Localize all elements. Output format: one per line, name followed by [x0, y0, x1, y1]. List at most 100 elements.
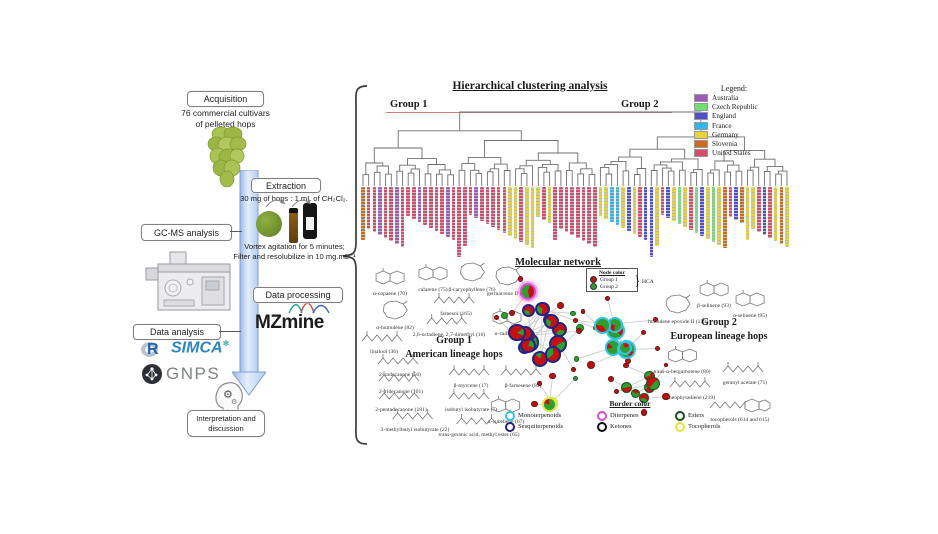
dendrogram-leaf — [587, 187, 591, 244]
network-satellite-node — [623, 363, 629, 369]
structure-drawing — [418, 264, 448, 282]
network-node — [617, 340, 633, 356]
country-swatch — [694, 121, 708, 130]
border-legend-item: Esters — [675, 410, 755, 421]
acquisition-box: Acquisition — [187, 91, 264, 107]
structure-drawing — [426, 313, 472, 327]
structure-drawing — [378, 370, 424, 384]
dendrogram-leaf — [496, 187, 501, 230]
dendrogram-leaf — [491, 187, 495, 227]
dendrogram-leaf — [383, 187, 388, 238]
compound-label: geranyl acetate (71) — [722, 380, 768, 386]
dendrogram-leaf — [768, 187, 772, 238]
dendrogram-leaf — [756, 187, 761, 232]
dendrogram-leaf — [417, 187, 422, 222]
border-legend-item: Monoterpenoids — [505, 410, 597, 421]
gear-icon: ⚙ — [223, 389, 233, 401]
solvent-bottle-image — [303, 203, 317, 239]
dendrogram-leaf — [700, 187, 704, 236]
hca-legend-row: England — [694, 112, 798, 121]
border-class-swatch — [597, 410, 607, 421]
dendrogram-leaf — [711, 187, 716, 242]
data-processing-label: Data processing — [265, 290, 331, 300]
border-class-swatch — [505, 421, 515, 432]
gnps-logo: GNPS — [141, 363, 220, 385]
border-class-label: Diterpenes — [610, 412, 639, 419]
compound-label: farnesol (165) — [440, 311, 472, 317]
hca-title: Hierarchical clustering analysis — [452, 80, 608, 92]
sample-vial-image — [289, 208, 298, 243]
node-color-legend: Node color Group 1 Group 2 — [586, 268, 638, 292]
dendrogram-leaf — [581, 187, 586, 241]
compound-structure: α-selinene (95) — [733, 290, 767, 319]
dendrogram-leaf — [406, 187, 411, 216]
interpretation-label: Interpretation and discussion — [196, 413, 256, 433]
gcms-label: GC-MS analysis — [153, 227, 219, 238]
compound-label: α-copaene (70) — [373, 291, 407, 297]
transfer-arrows-icon — [265, 199, 312, 208]
gnps-network-icon — [142, 364, 162, 384]
structure-drawing — [377, 353, 423, 367]
mzmine-wordmark: MZmine — [255, 312, 324, 333]
gcms-instrument-image — [145, 251, 231, 311]
compound-structure: β-caryophyllene (76) — [448, 262, 496, 293]
hca-legend-row: United States — [694, 149, 798, 158]
dendrogram-leaf — [434, 187, 439, 231]
structure-drawing — [491, 396, 521, 414]
compound-label: humulene epoxide II (139) — [648, 319, 708, 325]
country-swatch — [694, 130, 708, 139]
compound-label: α-selinene (95) — [733, 313, 767, 319]
dendrogram-leaf — [502, 187, 507, 233]
network-node — [535, 301, 550, 317]
simca-logo: SIMCA✻ — [171, 339, 229, 357]
network-node — [630, 388, 641, 399]
dendrogram-leaf — [570, 187, 574, 235]
data-analysis-box: Data analysis — [133, 324, 221, 340]
country-label: United States — [712, 149, 751, 158]
dendrogram-leaf — [717, 187, 721, 245]
compound-label: germacrene D (90) — [486, 291, 530, 297]
compound-label: isobutyl isobutyrate (7) — [444, 407, 498, 413]
hca-group1-label: Group 1 — [390, 99, 428, 110]
dendrogram-leaf — [677, 187, 682, 224]
dendrogram-leaf — [457, 187, 461, 257]
interpretation-head-icon: ⚙ ⚙ — [215, 382, 243, 418]
hop-pellets-image — [256, 211, 282, 237]
compound-structure: trans-α-bergamotene (80) — [653, 346, 711, 375]
country-swatch — [694, 149, 708, 158]
gcms-connector-line — [230, 231, 242, 232]
dendrogram-leaf — [706, 187, 710, 239]
simca-wordmark: SIMCA — [171, 339, 223, 357]
gcms-box: GC-MS analysis — [141, 224, 232, 241]
r-logo-letter: R — [147, 341, 159, 358]
dendrogram-leaf — [609, 187, 614, 222]
network-node — [544, 314, 559, 330]
hca-legend-row: Czech Republic — [694, 102, 798, 111]
dendrogram-leaf — [604, 187, 608, 219]
dendrogram-leaf — [734, 187, 738, 220]
dendrogram-leaf — [429, 187, 433, 228]
border-legend-title: Border color — [609, 399, 651, 408]
compound-label: neophytadiene (219) — [668, 395, 716, 401]
group1-node-label: Group 1 — [600, 276, 618, 283]
border-legend-item: Ketones — [597, 421, 675, 432]
compound-label: β-myrcene (17) — [453, 383, 489, 389]
network-satellite-node — [607, 375, 615, 383]
network-satellite-node — [557, 301, 565, 309]
dendrogram-leaf — [372, 187, 377, 232]
simca-star-icon: ✻ — [222, 339, 230, 348]
dendrogram-leaf — [723, 187, 727, 248]
compound-label: α-cadinene — [494, 331, 520, 337]
dendrogram-leaf — [785, 187, 789, 247]
node-legend-row-group1: Group 1 — [589, 276, 635, 283]
structure-drawing — [709, 396, 771, 412]
compound-structure: 2,6-octadiene, 2,7-dimethyl (16) — [413, 313, 485, 338]
structure-drawing — [378, 388, 424, 402]
compound-label: 2-pentadecanone (181) — [375, 407, 427, 413]
country-label: England — [712, 112, 736, 121]
dendrogram-leaf — [559, 187, 563, 229]
network-satellite-node — [501, 311, 509, 319]
compound-structure: α-humulene (82) — [376, 300, 414, 331]
hca-legend-title: Legend: — [720, 84, 748, 93]
